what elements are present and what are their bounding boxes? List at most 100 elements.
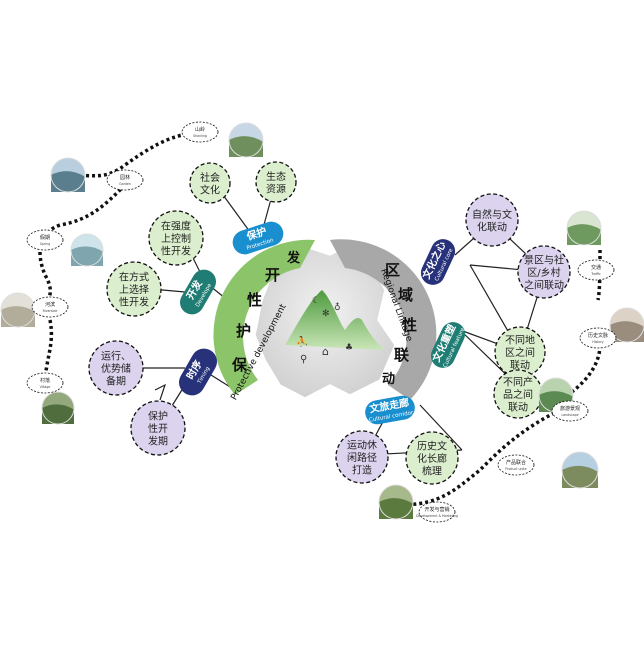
photo-riverside	[0, 292, 36, 328]
bubble-region-link-line-2: 联动	[510, 360, 530, 372]
photo-label-yuanlin-cn: 园林	[120, 174, 130, 181]
photo-label-product-cn: 产品联合	[506, 459, 526, 466]
mountain-shape	[285, 290, 385, 350]
photo-dev	[378, 484, 414, 520]
photo-label-hebin-cn: 河滨	[45, 301, 55, 308]
arc-left-cn-1: 护	[236, 322, 251, 340]
arc-right-cn-1: 域	[398, 286, 413, 304]
photo-label-shanling-en: Shanling	[193, 134, 207, 138]
arc-left-cn-4: 发	[286, 250, 301, 266]
photo-label-jiaqi-cn: 假期	[40, 234, 50, 241]
arc-left-cn-2: 性	[247, 291, 262, 309]
dashed-route-right	[399, 249, 602, 507]
arc-right-cn-4: 动	[382, 372, 395, 387]
arc-left-cn-3: 开	[265, 266, 280, 284]
tree-icon: ♣	[345, 343, 353, 353]
bubble-strict-control-line-2: 性开发	[161, 245, 191, 258]
bubble-sports-route-line-2: 打造	[352, 464, 372, 477]
photo-history	[609, 307, 644, 343]
balloon-icon: ♁	[334, 302, 341, 313]
photo-label-jiaotong-en: Traffic	[590, 272, 601, 276]
photo-label-fangqiu-en: Landscape	[561, 413, 578, 417]
photo-garden	[50, 157, 86, 193]
hiker-icon: ⛹	[296, 335, 308, 348]
arc-right-cn-3: 联	[394, 346, 410, 364]
walker-icon: ⚲	[300, 354, 307, 365]
bubble-operation-line-2: 备期	[106, 375, 126, 388]
bubble-nature-culture-line-0: 自然与文	[472, 208, 512, 221]
photo-label-shanling-cn: 山岭	[195, 126, 205, 133]
arc-right-cn-2: 性	[402, 316, 417, 334]
snowflake-icon: ✻	[322, 309, 330, 319]
bubble-scenic-link-line-2: 之间联动	[524, 279, 564, 292]
photo-spring	[70, 233, 104, 267]
photo-label-product-en: Product unite	[505, 467, 526, 471]
photo-label-hebin-en: Riverside	[43, 309, 58, 313]
arc-left-cn-0: 保	[231, 356, 248, 374]
dashed-route-left	[24, 130, 201, 386]
house-icon: ⌂	[322, 345, 329, 358]
bubble-nature-culture-line-1: 化联动	[477, 220, 507, 233]
bubbles: 社会文化生态资源在强度上控制性开发在方式上选择性开发运行、优势储备期保护性开发期…	[88, 161, 571, 485]
bubble-select-mode-line-1: 上选择	[119, 283, 149, 296]
photo-label-lishi-cn: 历史文脉	[588, 332, 608, 339]
bubble-heritage-corridor-line-1: 化长廊	[417, 452, 447, 465]
photo-shanling	[228, 122, 264, 158]
bubble-scenic-link-line-0: 景区与社	[524, 254, 564, 267]
bubble-heritage-corridor-line-0: 历史文	[417, 440, 447, 453]
bubble-social-culture-line-1: 文化	[200, 183, 220, 196]
bubble-eco-resource-line-0: 生态	[266, 170, 286, 183]
bubble-sports-route-line-0: 运动休	[347, 440, 377, 452]
bubble-product-link-line-1: 品之间	[503, 388, 533, 401]
center-map: ☾ ♁ ⛹ ⌂ ⚲ ♣ ✻	[232, 240, 412, 420]
bubble-protective-dev-line-2: 发期	[148, 435, 168, 448]
bubble-protective-dev-line-0: 保护	[148, 410, 168, 423]
bubble-strict-control-line-1: 上控制	[161, 232, 191, 245]
arc-right-cn-0: 区	[385, 261, 400, 279]
bubble-scenic-link-line-1: 区/乡村	[527, 266, 560, 279]
photo-label-jiaqi-en: Spring	[40, 242, 50, 246]
photo-traffic	[566, 210, 602, 246]
photo-label-cunluo-en: Village	[40, 385, 51, 389]
protective-development-arc	[213, 239, 315, 395]
bubble-operation-line-1: 优势储	[101, 362, 131, 375]
photo-label-fangqiu-cn: 旅游景观	[560, 405, 580, 412]
bubble-strict-control-line-0: 在强度	[161, 220, 191, 233]
bubble-sports-route-line-1: 闲路径	[347, 451, 377, 464]
bubble-operation-line-0: 运行、	[101, 350, 131, 363]
photo-label-lishi-en: History	[592, 340, 603, 344]
bubble-protective-dev-line-1: 性开	[148, 422, 168, 435]
photo-label-cunluo-cn: 村落	[40, 377, 50, 384]
photo-product	[561, 451, 599, 489]
bubble-product-link-line-0: 不同产	[503, 376, 533, 389]
bubble-heritage-corridor-line-2: 梳理	[422, 465, 442, 478]
bubble-region-link-line-0: 不同地	[505, 334, 535, 347]
bubble-select-mode-line-0: 在方式	[119, 271, 149, 284]
photo-label-dev-cn: 开发与营销	[424, 506, 449, 513]
photo-village	[41, 391, 75, 425]
